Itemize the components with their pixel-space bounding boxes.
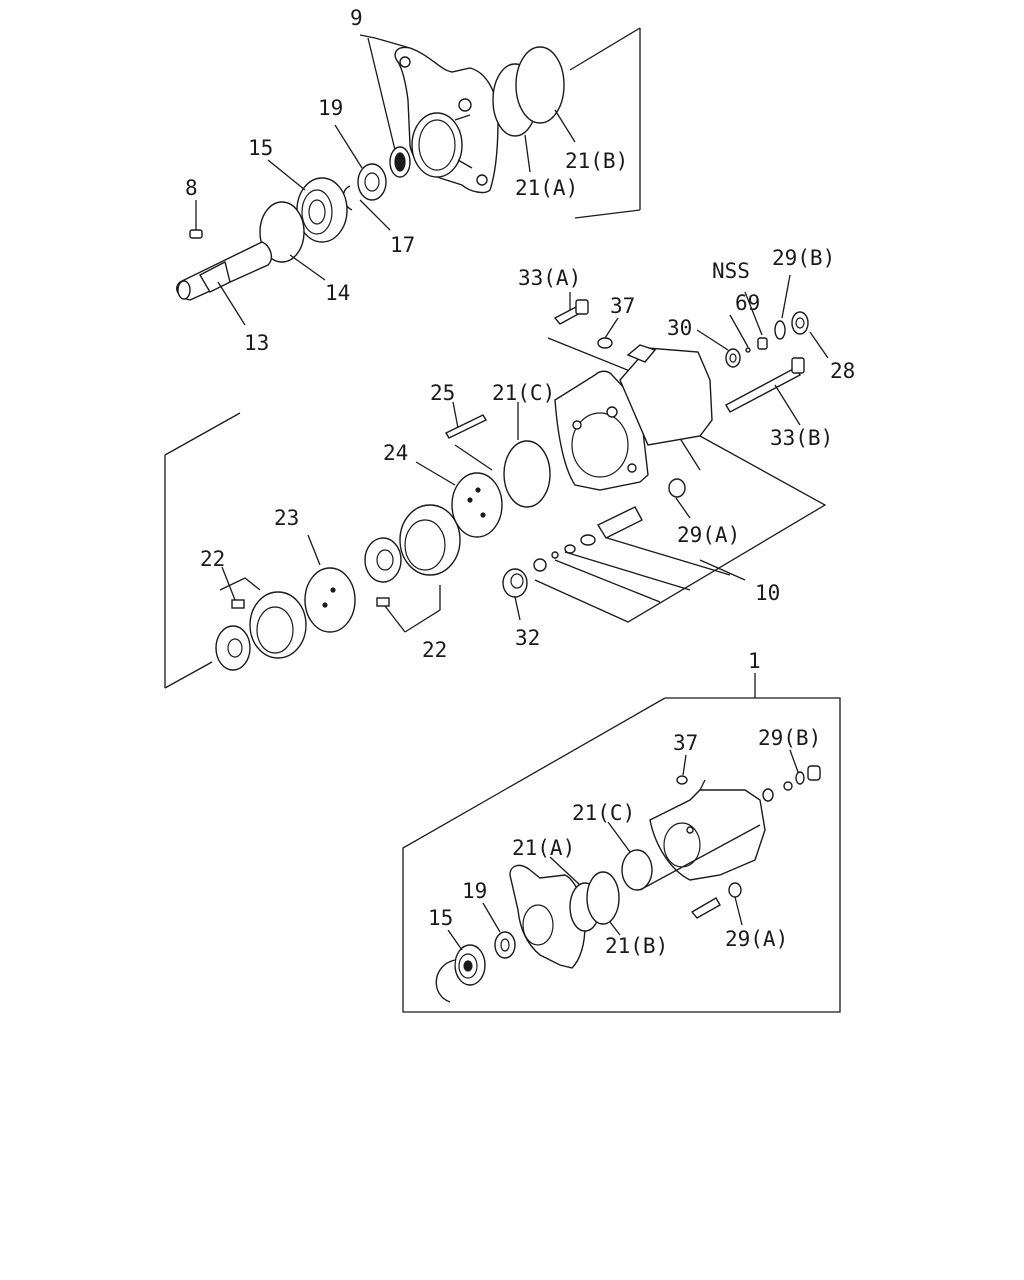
inset-part-21c-o-ring	[621, 849, 653, 891]
part-69-ball	[745, 347, 751, 353]
oil-seal	[389, 146, 411, 178]
part-29a-o-ring	[668, 478, 686, 498]
callout-1: 1	[748, 649, 761, 673]
cam-ring	[399, 504, 461, 576]
part-15-bearing	[296, 177, 348, 243]
part-13-shaft	[176, 241, 272, 301]
part-33a-bolt	[553, 299, 589, 325]
callout-8: 8	[185, 176, 198, 200]
inset-part-15-bearing	[454, 944, 486, 986]
callout-22-left: 22	[200, 547, 225, 571]
callout-14: 14	[325, 281, 350, 305]
callout-21b-top: 21(B)	[565, 149, 628, 173]
part-23-plate	[304, 567, 356, 633]
part-10-valve-assembly	[533, 506, 731, 603]
callout-29b-inset: 29(B)	[758, 726, 821, 750]
callout-23: 23	[274, 506, 299, 530]
inset-part-19-washer	[494, 931, 516, 959]
left-group-outline	[164, 412, 261, 689]
part-28-plug	[791, 311, 809, 335]
part-29b-o-ring	[774, 320, 786, 340]
callout-17: 17	[390, 233, 415, 257]
callout-19-inset: 19	[462, 879, 487, 903]
callout-nss: NSS	[712, 259, 750, 283]
callout-28: 28	[830, 359, 855, 383]
part-nss-spring	[757, 337, 768, 350]
part-33b-long-bolt	[725, 357, 805, 413]
callout-37: 37	[610, 294, 635, 318]
inset-part-21b-o-ring	[586, 871, 620, 925]
callout-21a-top: 21(A)	[515, 176, 578, 200]
part-8-key	[189, 229, 203, 239]
callout-29b: 29(B)	[772, 246, 835, 270]
inset-outline	[402, 673, 841, 1013]
callout-13: 13	[244, 331, 269, 355]
part-9-bracket-housing	[394, 46, 499, 194]
callout-21a-inset: 21(A)	[512, 836, 575, 860]
callout-33a: 33(A)	[518, 266, 581, 290]
part-32-spring	[502, 568, 528, 598]
callout-15-inset: 15	[428, 906, 453, 930]
part-22-vane-b	[231, 599, 245, 609]
callout-22-right: 22	[422, 638, 447, 662]
rotor-2	[215, 625, 251, 671]
part-21c-o-ring	[503, 440, 551, 508]
callout-10: 10	[755, 581, 780, 605]
inset-leader-lines	[447, 749, 799, 951]
part-21b-o-ring-top	[515, 46, 565, 124]
inset-part-37-plug	[676, 775, 688, 785]
callout-32: 32	[515, 626, 540, 650]
callout-21c: 21(C)	[492, 381, 555, 405]
part-25-pin	[445, 414, 487, 439]
callout-29a-inset: 29(A)	[725, 927, 788, 951]
callout-69: 69	[735, 291, 760, 315]
callout-29a: 29(A)	[677, 523, 740, 547]
middle-leader-lines	[221, 274, 829, 633]
inset-snap-ring	[435, 959, 456, 1003]
part-37-plug	[597, 337, 613, 349]
rotor	[364, 537, 402, 583]
cam-ring-2	[249, 591, 307, 659]
inset-valve	[690, 897, 721, 919]
callout-37-inset: 37	[673, 731, 698, 755]
part-30-fitting	[725, 348, 741, 368]
callout-19: 19	[318, 96, 343, 120]
callout-15: 15	[248, 136, 273, 160]
bracket-group-outline	[359, 27, 641, 219]
pump-housing	[554, 344, 713, 491]
callout-9: 9	[350, 6, 363, 30]
callout-25: 25	[430, 381, 455, 405]
callout-33b: 33(B)	[770, 426, 833, 450]
inset-part-29a-o-ring	[728, 882, 742, 898]
callout-21c-inset: 21(C)	[572, 801, 635, 825]
part-14-ring	[259, 201, 305, 263]
callout-21b-inset: 21(B)	[605, 934, 668, 958]
inset-pump-housing	[649, 779, 766, 881]
part-24-plate	[451, 472, 503, 538]
inset-part-29b-fittings	[762, 765, 821, 802]
part-19-washer	[357, 163, 387, 201]
callout-30: 30	[667, 316, 692, 340]
top-leader-lines	[195, 109, 576, 326]
part-22-vane-a	[376, 597, 390, 607]
callout-24: 24	[383, 441, 408, 465]
